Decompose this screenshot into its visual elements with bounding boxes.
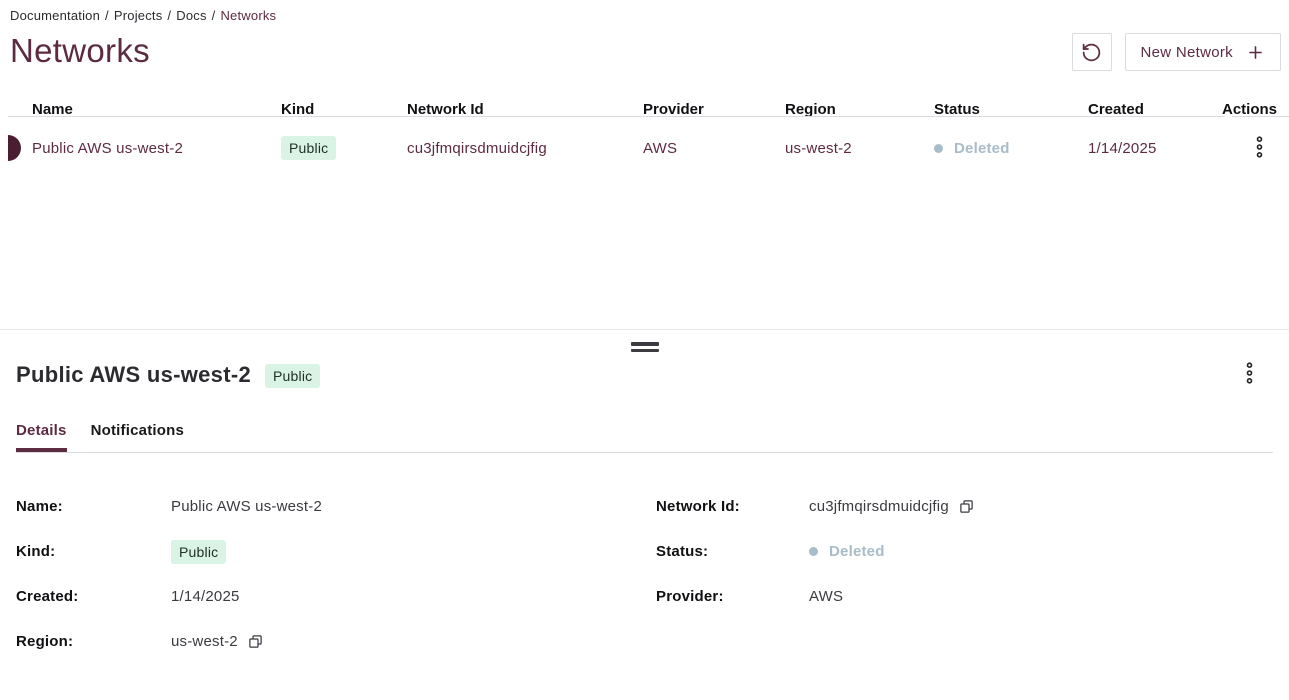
table-row[interactable]: Public AWS us-west-2 Public cu3jfmqirsdm… bbox=[0, 117, 1289, 179]
field-value: 1/14/2025 bbox=[171, 588, 240, 605]
field-label: Kind: bbox=[16, 543, 56, 560]
details-drawer: Public AWS us-west-2 Public Details Noti… bbox=[0, 329, 1289, 664]
column-header-created: Created bbox=[1088, 101, 1144, 118]
status-dot-icon bbox=[934, 143, 943, 153]
status-badge: Deleted bbox=[934, 140, 1010, 157]
drawer-resize-handle[interactable] bbox=[630, 342, 659, 352]
field-kind: Kind: Public bbox=[0, 529, 640, 574]
details-grid: Name: Public AWS us-west-2 Kind: Public … bbox=[0, 453, 1289, 664]
field-label: Region: bbox=[16, 633, 74, 650]
breadcrumb-separator: / bbox=[105, 8, 109, 23]
copy-region-button[interactable] bbox=[248, 634, 263, 649]
copy-icon bbox=[248, 634, 263, 649]
status-label: Deleted bbox=[954, 139, 1010, 157]
field-network-id: Network Id: cu3jfmqirsdmuidcjfig bbox=[640, 484, 1289, 529]
field-value: Public AWS us-west-2 bbox=[171, 498, 322, 515]
kind-badge: Public bbox=[281, 136, 337, 160]
breadcrumb-separator: / bbox=[167, 8, 172, 23]
field-value: AWS bbox=[809, 588, 844, 605]
column-header-provider: Provider bbox=[643, 101, 704, 118]
cell-network-id: cu3jfmqirsdmuidcjfig bbox=[407, 139, 547, 157]
field-region: Region: us-west-2 bbox=[0, 619, 640, 664]
new-network-button[interactable]: New Network bbox=[1124, 33, 1281, 71]
tab-notifications[interactable]: Notifications bbox=[90, 422, 185, 439]
copy-network-id-button[interactable] bbox=[959, 499, 974, 514]
column-header-region: Region bbox=[785, 101, 836, 118]
toolbar: New Network bbox=[1071, 33, 1281, 71]
cell-created: 1/14/2025 bbox=[1088, 139, 1157, 157]
drawer-titlebar: Public AWS us-west-2 Public bbox=[0, 352, 1289, 391]
status-badge: Deleted bbox=[809, 543, 885, 560]
column-header-network-id: Network Id bbox=[407, 101, 484, 118]
drawer-tabs: Details Notifications bbox=[16, 422, 1273, 453]
breadcrumb-link-docs[interactable]: Docs bbox=[176, 8, 207, 23]
refresh-button[interactable] bbox=[1071, 33, 1112, 71]
new-network-button-label: New Network bbox=[1140, 43, 1233, 61]
field-value: cu3jfmqirsdmuidcjfig bbox=[809, 498, 949, 515]
copy-icon bbox=[959, 499, 974, 514]
column-header-status: Status bbox=[934, 101, 980, 118]
breadcrumb-link-projects[interactable]: Projects bbox=[113, 8, 163, 23]
row-actions-menu-button[interactable] bbox=[1250, 132, 1269, 165]
page-header: Networks New Network bbox=[0, 23, 1289, 71]
column-header-actions: Actions bbox=[1222, 101, 1278, 118]
plus-icon bbox=[1246, 43, 1265, 62]
field-label: Name: bbox=[16, 498, 63, 515]
column-header-kind: Kind bbox=[281, 101, 315, 118]
status-dot-icon bbox=[809, 547, 818, 556]
kebab-icon bbox=[1256, 135, 1263, 158]
drawer-kind-badge: Public bbox=[265, 364, 321, 388]
kind-badge: Public bbox=[171, 539, 227, 564]
field-label: Created: bbox=[16, 588, 79, 605]
breadcrumb: Documentation / Projects / Docs / Networks bbox=[0, 0, 1289, 23]
field-status: Status: Deleted bbox=[640, 529, 1289, 574]
breadcrumb-separator: / bbox=[211, 8, 216, 23]
field-value: us-west-2 bbox=[171, 633, 238, 650]
drawer-title: Public AWS us-west-2 bbox=[16, 361, 252, 387]
rotate-ccw-icon bbox=[1081, 42, 1102, 63]
details-column-right: Network Id: cu3jfmqirsdmuidcjfig Statu bbox=[640, 484, 1289, 664]
selected-row-marker bbox=[8, 135, 21, 161]
field-label: Status: bbox=[656, 543, 709, 560]
drawer-actions-menu-button[interactable] bbox=[1240, 358, 1259, 391]
tab-details[interactable]: Details bbox=[16, 422, 67, 452]
cell-provider: AWS bbox=[643, 139, 678, 157]
cell-region: us-west-2 bbox=[785, 139, 852, 157]
field-created: Created: 1/14/2025 bbox=[0, 574, 640, 619]
page-title: Networks bbox=[10, 32, 150, 69]
status-label: Deleted bbox=[829, 543, 885, 560]
table-header-row: Name Kind Network Id Provider Region Sta… bbox=[0, 71, 1289, 118]
column-header-name: Name bbox=[32, 101, 73, 118]
cell-name: Public AWS us-west-2 bbox=[32, 139, 183, 157]
table-empty-space bbox=[0, 179, 1289, 329]
table-header-divider bbox=[0, 116, 1289, 117]
breadcrumb-link-documentation[interactable]: Documentation bbox=[10, 8, 101, 23]
field-provider: Provider: AWS bbox=[640, 574, 1289, 619]
cell-kind: Public bbox=[281, 136, 407, 160]
networks-table: Name Kind Network Id Provider Region Sta… bbox=[0, 71, 1289, 329]
field-label: Provider: bbox=[656, 588, 724, 605]
field-name: Name: Public AWS us-west-2 bbox=[0, 484, 640, 529]
details-column-left: Name: Public AWS us-west-2 Kind: Public … bbox=[0, 484, 640, 664]
cell-actions bbox=[1222, 132, 1289, 165]
breadcrumb-current-networks: Networks bbox=[220, 8, 277, 23]
kebab-icon bbox=[1246, 362, 1253, 384]
cell-status: Deleted bbox=[934, 140, 1088, 157]
field-label: Network Id: bbox=[656, 498, 740, 515]
